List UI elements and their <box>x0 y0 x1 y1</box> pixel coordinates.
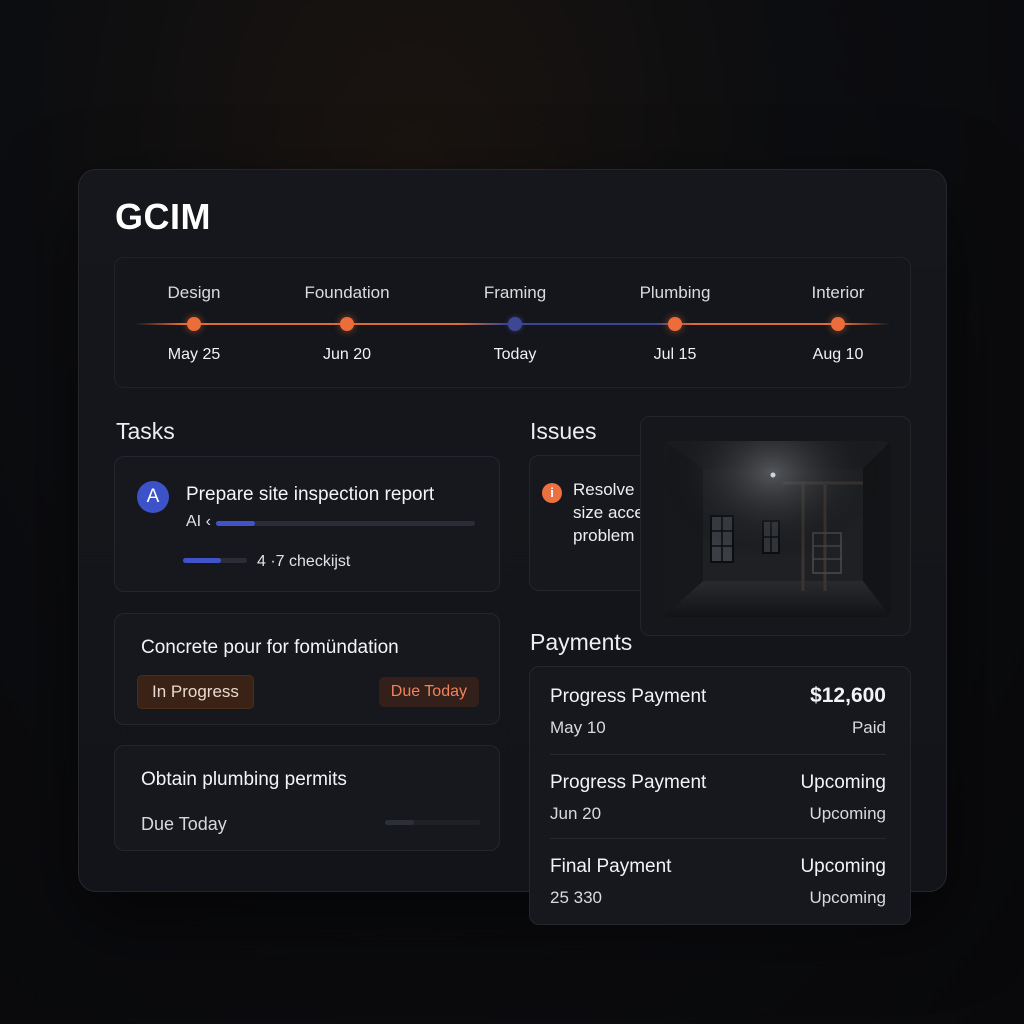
ai-progress-fill <box>216 521 255 526</box>
checklist-count: 4 ·7 checkijst <box>257 553 351 570</box>
payment-label: Progress Payment <box>550 686 707 707</box>
task-progress-bar <box>385 820 480 825</box>
stage-date: Today <box>493 346 537 363</box>
issues-heading: Issues <box>530 418 597 444</box>
stage-dot <box>340 317 354 331</box>
checklist-progress-fill <box>183 558 222 563</box>
task-card[interactable]: A Prepare site inspection report AI ‹ 4 … <box>114 456 500 592</box>
task-title: Obtain plumbing permits <box>141 769 347 790</box>
app-title: GCIM <box>115 196 211 237</box>
site-photo <box>663 441 891 617</box>
payment-date: May 10 <box>550 718 606 737</box>
payment-label: Progress Payment <box>550 772 707 793</box>
avatar: A <box>137 481 169 513</box>
project-timeline: Design May 25 Foundation Jun 20 Framing … <box>114 257 911 388</box>
payment-row[interactable]: Final Payment Upcoming 25 330 Upcoming <box>550 838 886 922</box>
payments-heading: Payments <box>530 629 633 655</box>
stage-date: Jun 20 <box>322 346 372 363</box>
site-photo-card[interactable] <box>640 416 911 636</box>
warehouse-image <box>663 441 891 617</box>
task-title: Prepare site inspection report <box>186 484 435 505</box>
stage-name: Plumbing <box>639 283 711 302</box>
payment-row[interactable]: Progress Payment Upcoming Jun 20 Upcomin… <box>550 754 886 838</box>
payment-date: 25 330 <box>550 888 602 907</box>
due-badge: Due Today <box>378 677 479 707</box>
payment-status: Upcoming <box>809 804 886 823</box>
stage-name: Interior <box>811 283 865 302</box>
task-title: Concrete pour for fomündation <box>141 637 399 658</box>
stage-name: Design <box>167 283 221 302</box>
stage-dot <box>187 317 201 331</box>
stage-date: Jul 15 <box>653 346 697 363</box>
due-text: Due Today <box>141 814 227 834</box>
payment-status: Upcoming <box>809 888 886 907</box>
stage-date: May 25 <box>167 346 221 363</box>
ai-label: AI ‹ <box>186 513 211 530</box>
stage-name: Framing <box>483 283 547 302</box>
task-card[interactable]: Concrete pour for fomündation In Progres… <box>114 613 500 725</box>
stage-dot <box>668 317 682 331</box>
stage-name: Foundation <box>304 283 390 302</box>
payment-amount: Upcoming <box>800 772 886 793</box>
task-progress-fill <box>385 820 414 825</box>
payment-amount: $12,600 <box>810 684 886 707</box>
stage-dot <box>831 317 845 331</box>
status-badge: In Progress <box>137 675 254 709</box>
stage-date: Aug 10 <box>812 346 864 363</box>
payment-date: Jun 20 <box>550 804 602 823</box>
issue-text: Resolve size access problem <box>573 480 661 545</box>
task-card[interactable]: Obtain plumbing permits Due Today <box>114 745 500 851</box>
payments-card: Progress Payment $12,600 May 10 Paid Pro… <box>529 666 911 925</box>
stage-dot-current <box>508 317 522 331</box>
checklist-progress-bar <box>183 558 247 563</box>
payment-status: Paid <box>851 718 886 737</box>
ai-progress-bar <box>216 521 475 526</box>
tasks-heading: Tasks <box>116 418 175 444</box>
payment-row[interactable]: Progress Payment $12,600 May 10 Paid <box>550 669 886 753</box>
payment-amount: Upcoming <box>800 856 886 877</box>
info-icon: i <box>542 483 562 503</box>
payment-label: Final Payment <box>550 856 672 877</box>
